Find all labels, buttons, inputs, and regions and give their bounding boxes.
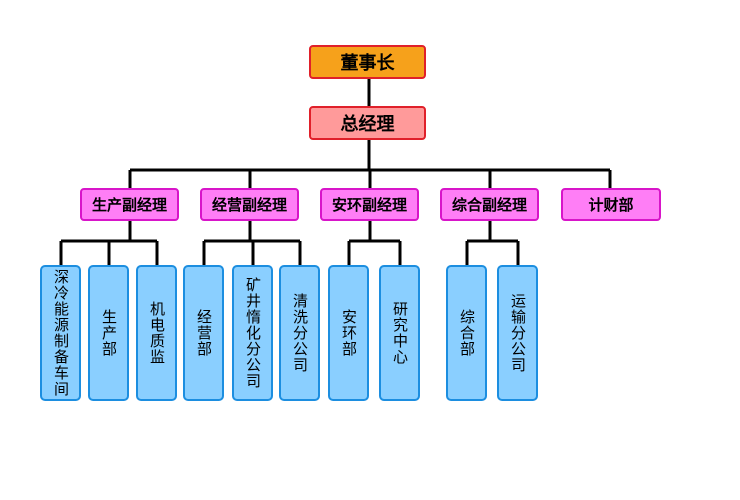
dept-cleaning-box: 清洗分公司	[279, 265, 320, 401]
chairman-box: 董事长	[309, 45, 426, 79]
dept-general-affairs-box: 综合部	[446, 265, 487, 401]
dept-operations-box: 经营部	[183, 265, 224, 401]
dept-research-center-box: 研究中心	[379, 265, 420, 401]
dept-transport-box: 运输分公司	[497, 265, 538, 401]
dept-mine-inerting-box: 矿井惰化分公司	[232, 265, 273, 401]
deputy-operations-box: 经营副经理	[200, 188, 299, 221]
finance-dept-box: 计财部	[561, 188, 661, 221]
deputy-production-box: 生产副经理	[80, 188, 179, 221]
deputy-safety-box: 安环副经理	[320, 188, 419, 221]
dept-safety-env-box: 安环部	[328, 265, 369, 401]
deputy-general-affairs-box: 综合副经理	[440, 188, 539, 221]
dept-production-box: 生产部	[88, 265, 129, 401]
general-manager-box: 总经理	[309, 106, 426, 140]
dept-cryogenic-workshop-box: 深冷能源制备车间	[40, 265, 81, 401]
dept-electromech-qc-box: 机电质监	[136, 265, 177, 401]
